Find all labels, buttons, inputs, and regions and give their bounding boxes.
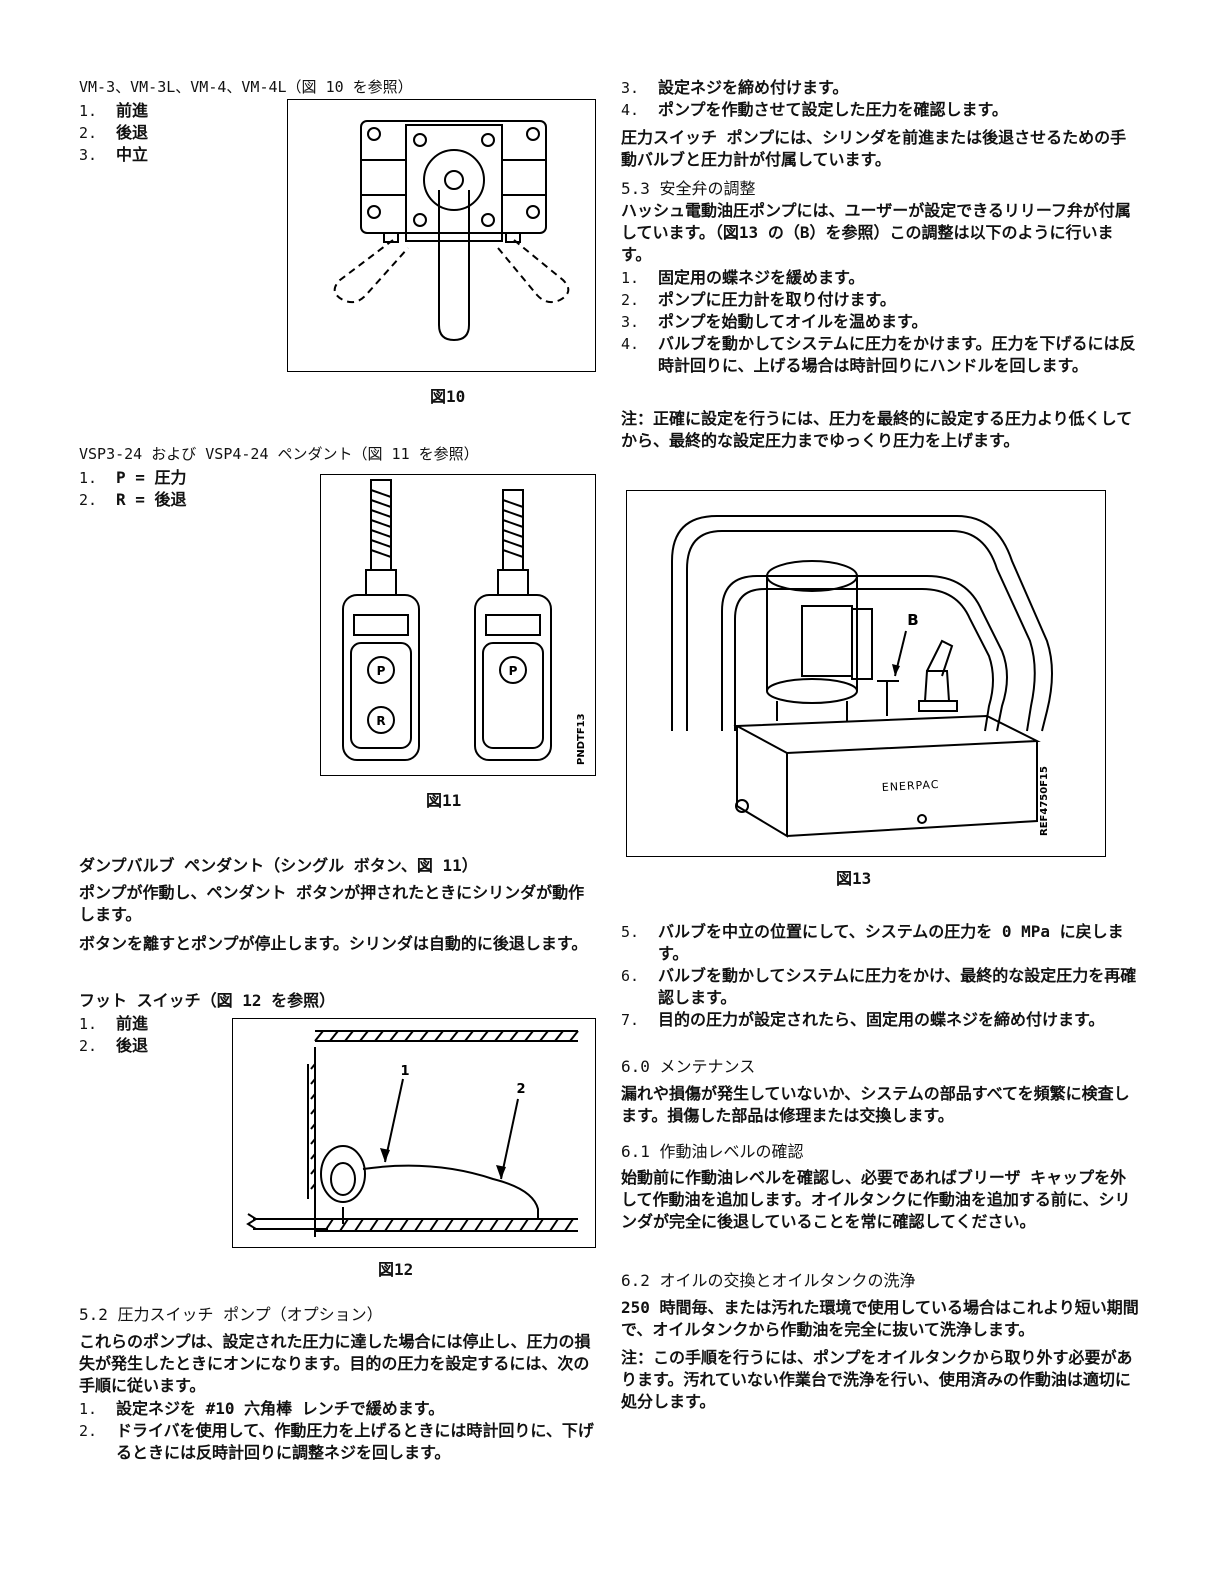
pump-illustration: B ENERPAC REF4750F15: [671, 515, 1053, 838]
svg-text:P: P: [377, 664, 386, 678]
list-item: 1.前進: [79, 101, 149, 120]
pendant-list: 1.P = 圧力 2.R = 後退: [79, 467, 299, 511]
list-item: 3.設定ネジを締め付けます。: [621, 78, 849, 97]
figure-13-code: REF4750F15: [1039, 766, 1050, 836]
list-item: 5.バルブを中立の位置にして、システムの圧力を 0 MPa に戻します。: [621, 922, 1124, 963]
callout-2: 2: [516, 1082, 525, 1097]
foot-switch-list: 1.前進 2.後退: [79, 1013, 229, 1057]
list-item: 2.後退: [79, 123, 149, 142]
list-item: 2.ポンプに圧力計を取り付けます。: [621, 290, 896, 309]
figure-10-valve: [287, 99, 596, 372]
foot-switch-illustration: 1 2: [246, 1030, 579, 1237]
dump-valve-paragraph-1: ポンプが作動し、ペンダント ボタンが押されたときにシリンダが動作します。: [79, 883, 585, 924]
foot-switch-heading: フット スイッチ（図 12 を参照）: [79, 991, 336, 1010]
svg-text:R: R: [376, 714, 385, 728]
list-item: 2.後退: [79, 1036, 149, 1055]
callout-1: 1: [400, 1064, 409, 1079]
dump-valve-paragraph-2: ボタンを離すとポンプが停止します。シリンダは自動的に後退します。: [79, 934, 588, 953]
maintenance-heading: 6.0 メンテナンス: [621, 1057, 756, 1076]
pressure-switch-paragraph: これらのポンプは、設定された圧力に達した場合には停止し、圧力の損失が発生したとき…: [79, 1332, 591, 1395]
figure-11-caption: 図11: [426, 791, 462, 810]
figure-13-pump: B ENERPAC REF4750F15: [626, 490, 1106, 857]
label-b: B: [907, 611, 918, 629]
oil-change-heading: 6.2 オイルの交換とオイルタンクの洗浄: [621, 1271, 916, 1290]
figure-11-code: PNDTF13: [576, 713, 587, 765]
list-item: 7.目的の圧力が設定されたら、固定用の蝶ネジを締め付けます。: [621, 1010, 1105, 1029]
figure-11-pendants: P R P PNDTF13: [320, 474, 596, 776]
maintenance-paragraph: 漏れや損傷が発生していないか、システムの部品すべてを頻繁に検査します。損傷した部…: [621, 1084, 1130, 1125]
steps-3-4-list: 3.設定ネジを締め付けます。 4.ポンプを作動させて設定した圧力を確認します。: [621, 77, 1141, 121]
relief-valve-paragraph: ハッシュ電動油圧ポンプには、ユーザーが設定できるリリーフ弁が付属しています。（図…: [621, 201, 1131, 264]
relief-valve-heading: 5.3 安全弁の調整: [621, 179, 756, 198]
list-item: 4.ポンプを作動させて設定した圧力を確認します。: [621, 100, 1008, 119]
figure-10-caption: 図10: [430, 387, 466, 406]
oil-change-note: 注：この手順を行うには、ポンプをオイルタンクから取り外す必要があります。汚れてい…: [621, 1348, 1133, 1411]
list-item: 2.R = 後退: [79, 490, 187, 509]
list-item: 4.バルブを動かしてシステムに圧力をかけます。圧力を下げるには反時計回りに、上げ…: [621, 334, 1136, 375]
list-item: 2.ドライバを使用して、作動圧力を上げるときには時計回りに、下げるときには反時計…: [79, 1421, 594, 1462]
figure-12-caption: 図12: [378, 1260, 414, 1279]
pendant-heading: VSP3-24 および VSP4-24 ペンダント（図 11 を参照）: [79, 445, 479, 463]
list-item: 6.バルブを動かしてシステムに圧力をかけ、最終的な設定圧力を再確認します。: [621, 966, 1137, 1007]
pump-brand: ENERPAC: [881, 778, 939, 794]
vm-heading: VM-3、VM-3L、VM-4、VM-4L（図 10 を参照）: [79, 78, 413, 96]
valve-illustration: [333, 120, 570, 342]
dump-valve-heading: ダンプバルブ ペンダント（シングル ボタン、図 11）: [79, 856, 478, 875]
pressure-switch-note: 圧力スイッチ ポンプには、シリンダを前進または後退させるための手動バルブと圧力計…: [621, 128, 1127, 169]
oil-level-heading: 6.1 作動油レベルの確認: [621, 1142, 804, 1161]
relief-valve-list: 1.固定用の蝶ネジを緩めます。 2.ポンプに圧力計を取り付けます。 3.ポンプを…: [621, 267, 1141, 377]
list-item: 1.P = 圧力: [79, 468, 187, 487]
list-item: 3.ポンプを始動してオイルを温めます。: [621, 312, 928, 331]
list-item: 1.前進: [79, 1014, 149, 1033]
relief-valve-note: 注：正確に設定を行うには、圧力を最終的に設定する圧力より低くしてから、最終的な設…: [621, 409, 1133, 450]
figure-12-foot-switch: 1 2: [232, 1018, 596, 1248]
list-item: 1.固定用の蝶ネジを緩めます。: [621, 268, 865, 287]
pendant-illustration: P R P PNDTF13: [342, 479, 587, 765]
pressure-switch-list: 1.設定ネジを #10 六角棒 レンチで緩めます。 2.ドライバを使用して、作動…: [79, 1398, 594, 1464]
vm-list: 1.前進 2.後退 3.中立: [79, 100, 279, 166]
steps-5-7-list: 5.バルブを中立の位置にして、システムの圧力を 0 MPa に戻します。 6.バ…: [621, 921, 1141, 1031]
svg-text:P: P: [509, 664, 518, 678]
pressure-switch-heading: 5.2 圧力スイッチ ポンプ（オプション）: [79, 1305, 383, 1324]
list-item: 1.設定ネジを #10 六角棒 レンチで緩めます。: [79, 1399, 445, 1418]
list-item: 3.中立: [79, 145, 149, 164]
oil-change-paragraph: 250 時間毎、または汚れた環境で使用している場合はこれより短い期間で、オイルタ…: [621, 1298, 1139, 1339]
oil-level-paragraph: 始動前に作動油レベルを確認し、必要であればブリーザ キャップを外して作動油を追加…: [621, 1168, 1131, 1231]
figure-13-caption: 図13: [836, 869, 872, 888]
